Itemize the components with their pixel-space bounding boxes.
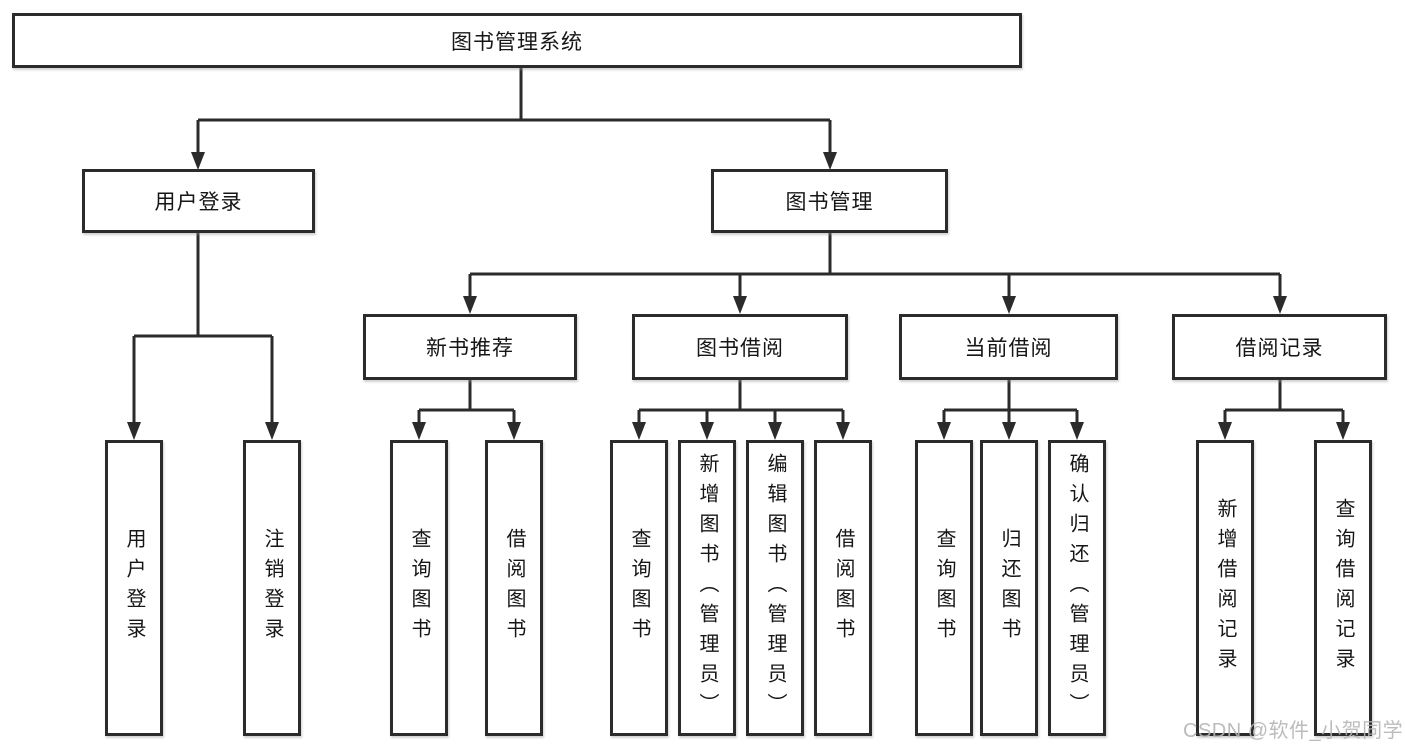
arrowhead <box>463 296 477 314</box>
leaf-borrow-edit: 编辑图书（管理员） <box>746 440 804 736</box>
leaf-newbook-query: 查询图书 <box>390 440 448 736</box>
node-root-label: 图书管理系统 <box>451 30 583 54</box>
leaf-logout: 注销登录 <box>243 440 301 736</box>
leaf-newbook-borrow: 借阅图书 <box>485 440 543 736</box>
connector-book-borrow <box>632 380 850 440</box>
leaf-current-confirm: 确认归还（管理员） <box>1048 440 1106 736</box>
leaf-current-confirm-label: 确认归还（管理员） <box>1066 453 1088 723</box>
node-book-borrow-label: 图书借阅 <box>696 337 784 360</box>
connector-book-mgmt <box>463 233 1287 314</box>
node-borrow-record-label: 借阅记录 <box>1235 337 1324 360</box>
leaf-newbook-borrow-label: 借阅图书 <box>503 528 525 648</box>
arrowhead <box>632 422 646 440</box>
leaf-record-query: 查询借阅记录 <box>1314 440 1372 736</box>
arrowhead <box>191 152 205 170</box>
connector-current-borrow <box>937 380 1084 440</box>
leaf-current-return-label: 归还图书 <box>998 528 1020 648</box>
connector-root <box>191 68 837 170</box>
leaf-borrow-add: 新增图书（管理员） <box>678 440 736 736</box>
leaf-newbook-query-label: 查询图书 <box>408 528 430 648</box>
arrowhead <box>836 422 850 440</box>
leaf-record-add: 新增借阅记录 <box>1196 440 1254 736</box>
node-current-borrow-label: 当前借阅 <box>964 337 1053 360</box>
leaf-record-add-label: 新增借阅记录 <box>1214 498 1236 678</box>
leaf-borrow-query: 查询图书 <box>610 440 668 736</box>
arrowhead <box>1002 422 1016 440</box>
node-borrow-record: 借阅记录 <box>1172 314 1387 380</box>
arrowhead <box>127 422 141 440</box>
arrowhead <box>1336 422 1350 440</box>
node-book-borrow: 图书借阅 <box>632 314 848 380</box>
leaf-borrow-add-label: 新增图书（管理员） <box>696 453 718 723</box>
leaf-current-return: 归还图书 <box>980 440 1038 736</box>
node-new-book-label: 新书推荐 <box>426 337 514 360</box>
arrowhead <box>1070 422 1084 440</box>
connector-new-book <box>412 380 521 440</box>
node-book-mgmt: 图书管理 <box>711 169 948 233</box>
arrowhead <box>823 152 837 170</box>
node-book-mgmt-label: 图书管理 <box>785 191 874 214</box>
arrowhead <box>265 422 279 440</box>
node-user-login: 用户登录 <box>82 169 315 233</box>
watermark-text: CSDN @软件_小贺同学 <box>1183 720 1404 742</box>
arrowhead <box>1273 296 1287 314</box>
leaf-user-login-label: 用户登录 <box>123 528 145 648</box>
leaf-borrow-edit-label: 编辑图书（管理员） <box>764 453 786 723</box>
leaf-borrow-borrow-label: 借阅图书 <box>832 528 854 648</box>
arrowhead <box>768 422 782 440</box>
node-new-book: 新书推荐 <box>363 314 577 380</box>
leaf-user-login: 用户登录 <box>105 440 163 736</box>
leaf-borrow-query-label: 查询图书 <box>628 528 650 648</box>
leaf-borrow-borrow: 借阅图书 <box>814 440 872 736</box>
node-current-borrow: 当前借阅 <box>899 314 1118 380</box>
leaf-record-query-label: 查询借阅记录 <box>1332 498 1354 678</box>
leaf-current-query: 查询图书 <box>915 440 973 736</box>
connector-user-login <box>127 233 279 440</box>
node-root: 图书管理系统 <box>12 13 1022 68</box>
arrowhead <box>733 296 747 314</box>
arrowhead <box>507 422 521 440</box>
arrowhead <box>937 422 951 440</box>
arrowhead <box>700 422 714 440</box>
leaf-logout-label: 注销登录 <box>261 528 283 648</box>
arrowhead <box>412 422 426 440</box>
arrowhead <box>1002 296 1016 314</box>
leaf-current-query-label: 查询图书 <box>933 528 955 648</box>
node-user-login-label: 用户登录 <box>154 191 243 214</box>
connector-borrow-record <box>1218 380 1350 440</box>
arrowhead <box>1218 422 1232 440</box>
